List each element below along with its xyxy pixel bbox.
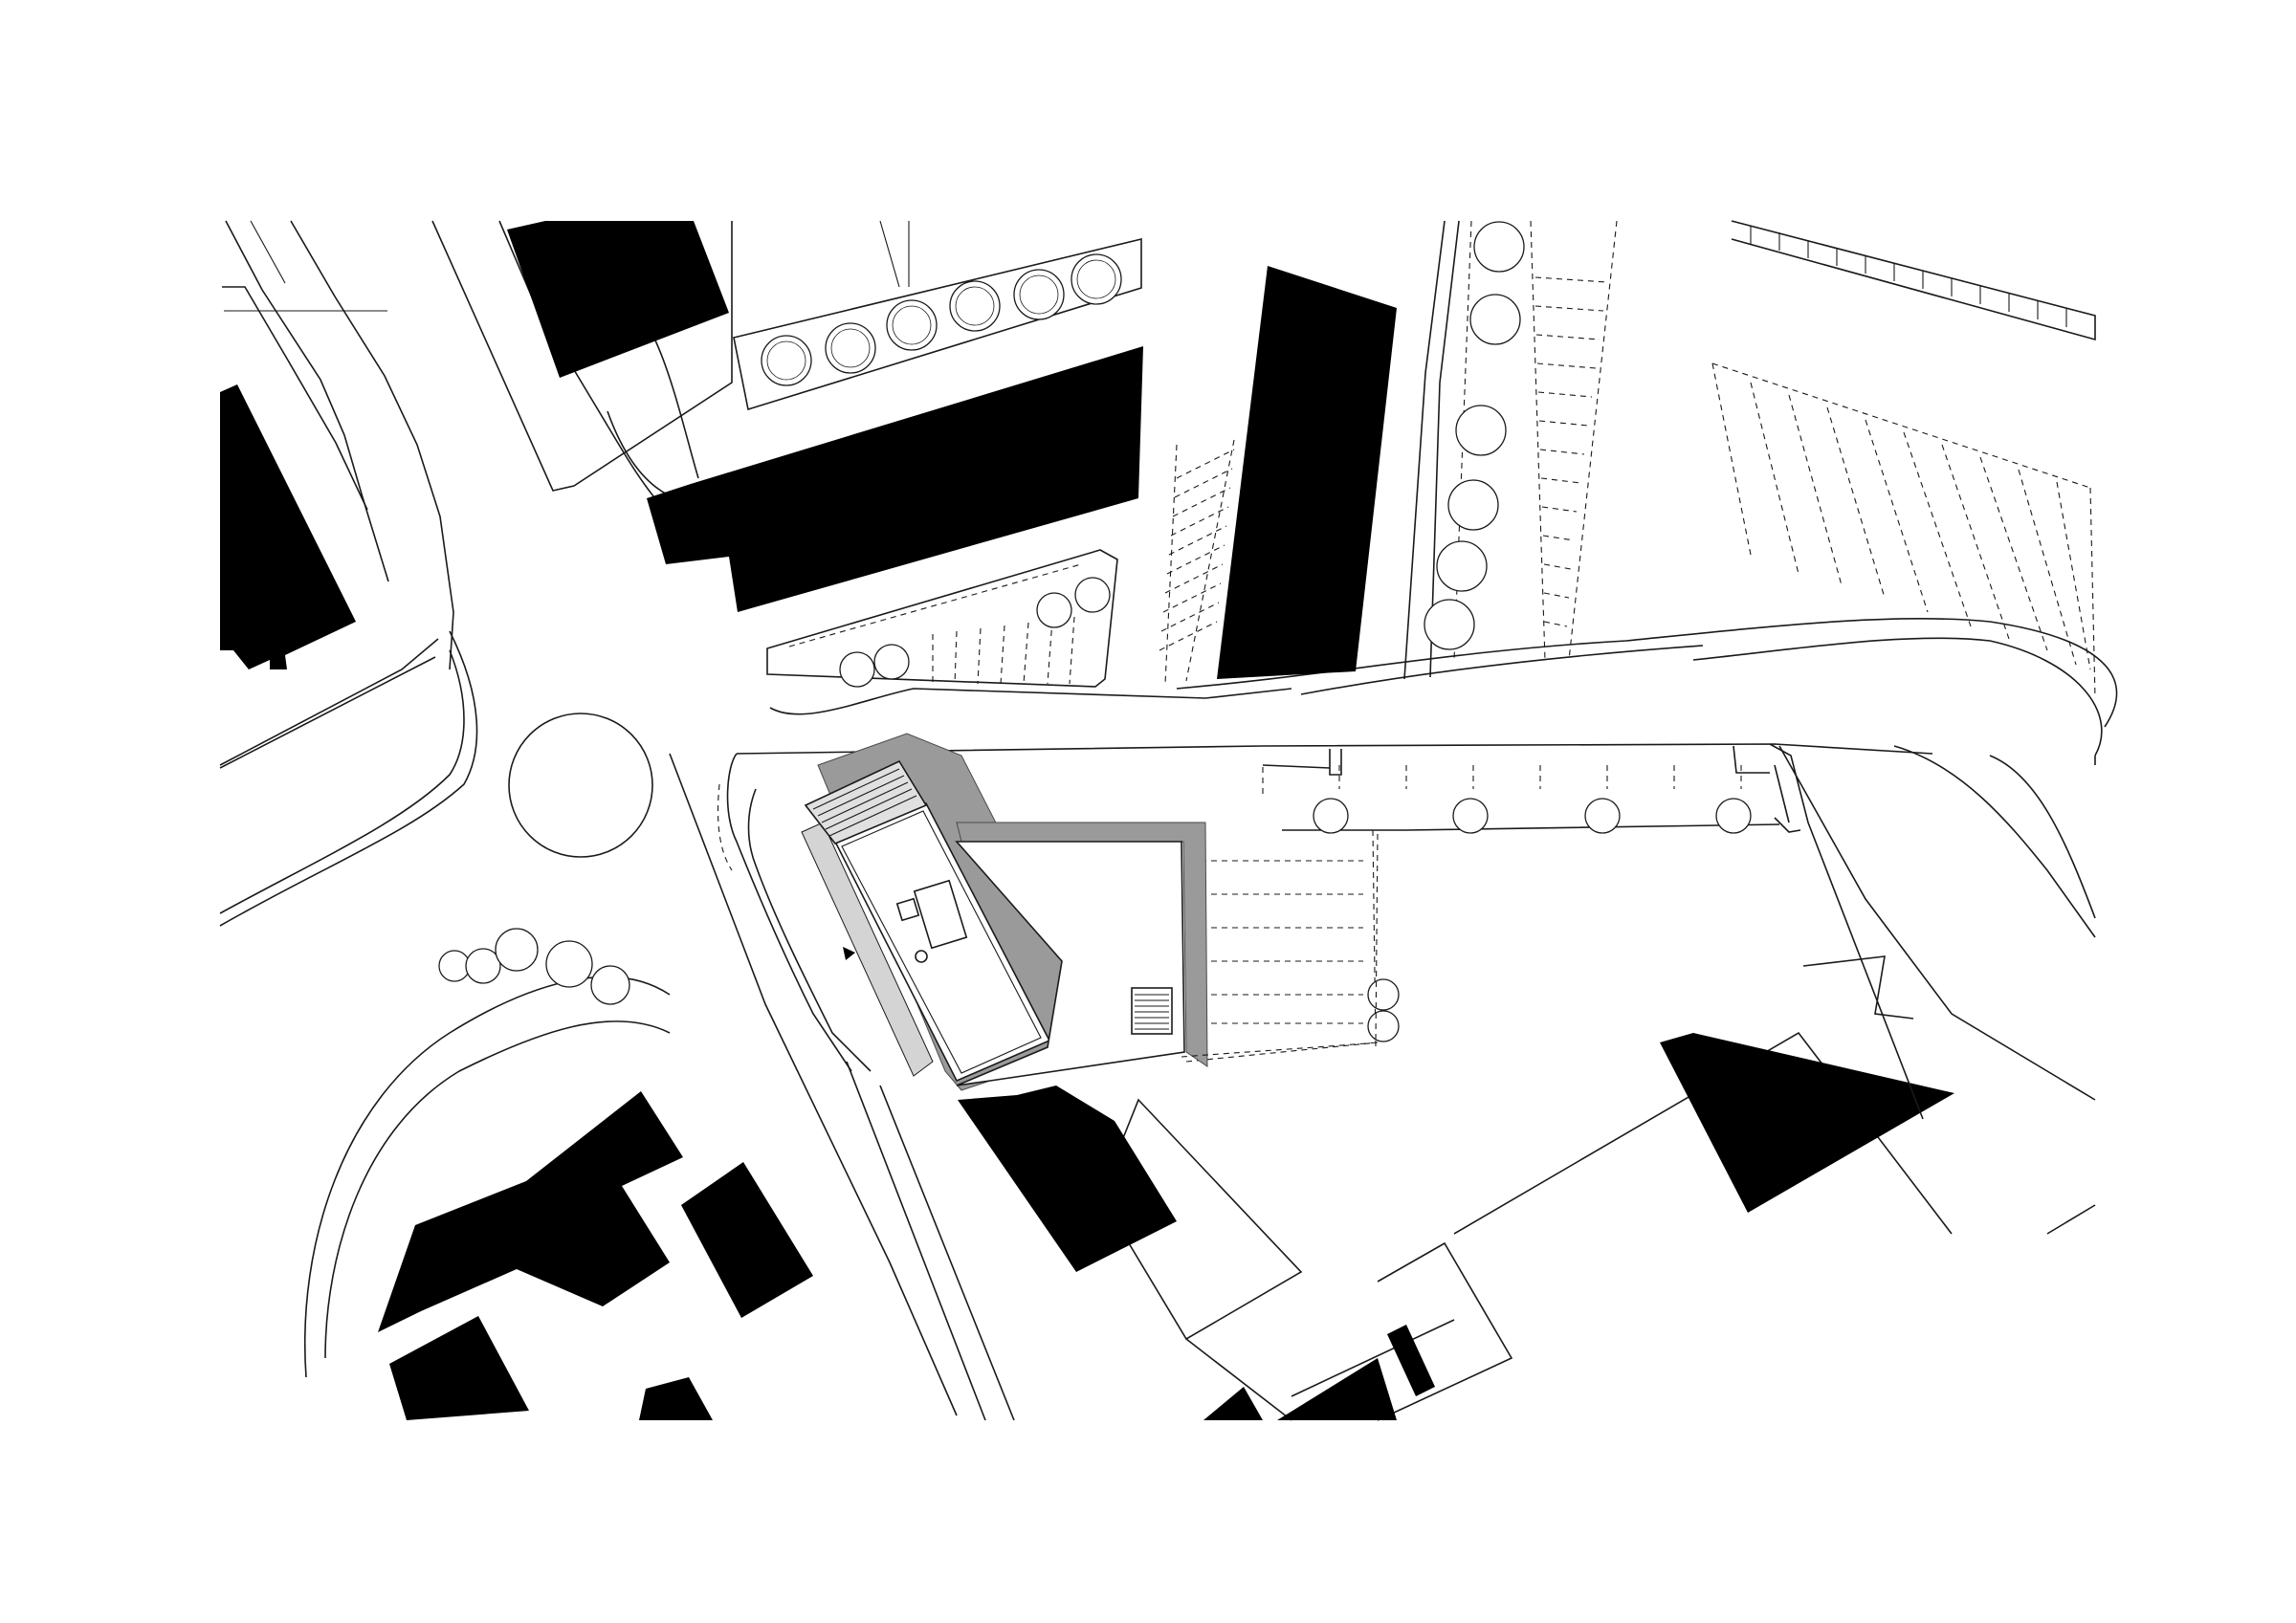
tree-icon xyxy=(590,965,630,1005)
north-tree-row xyxy=(761,253,1122,386)
project-building-inner xyxy=(841,810,1042,1074)
tree-icon xyxy=(886,299,938,351)
building-northeast-slab xyxy=(1217,266,1397,679)
tree-icon xyxy=(1013,269,1065,320)
tree-icon xyxy=(1447,479,1499,531)
building-southwest-1 xyxy=(378,1091,683,1332)
tree-icon xyxy=(465,948,501,984)
parking-far-northeast xyxy=(1711,220,2096,699)
building-north-long xyxy=(647,346,1143,612)
tree-icon xyxy=(1584,798,1621,834)
plaza-paving xyxy=(801,822,934,1077)
project-annex xyxy=(955,841,1185,1086)
tree-icon xyxy=(1436,540,1488,592)
tree-icon xyxy=(1313,798,1349,834)
tree-icon xyxy=(1473,221,1525,273)
tree-icon xyxy=(495,928,539,972)
tree-icon xyxy=(1367,1010,1400,1042)
building-south-bottom-2 xyxy=(1277,1358,1397,1420)
building-southwest-3 xyxy=(389,1316,529,1420)
tree-icon xyxy=(545,940,593,988)
rooftop-unit-large xyxy=(913,879,968,950)
tree-icon xyxy=(873,644,910,680)
building-southwest-2 xyxy=(681,1162,813,1318)
tree-icon xyxy=(825,322,876,374)
parking-small-north xyxy=(766,439,1235,688)
building-southeast-wedge xyxy=(1660,1033,1954,1213)
tree-icon xyxy=(1071,253,1122,305)
entrance-arrow-icon xyxy=(843,947,855,960)
tree-icon xyxy=(949,280,1001,332)
tree-icon xyxy=(1455,405,1507,456)
building-northwest-corner xyxy=(220,384,356,669)
tree-icon xyxy=(1469,294,1521,345)
tree-icon xyxy=(1452,798,1489,834)
roundabout-icon xyxy=(508,713,653,858)
tree-icon xyxy=(1074,577,1111,613)
tree-icon xyxy=(839,651,875,688)
tree-icon xyxy=(1036,592,1072,628)
tree-icon xyxy=(1424,599,1475,650)
tree-icon xyxy=(1367,978,1400,1011)
tree-icon xyxy=(438,950,471,982)
tree-icon xyxy=(1715,798,1752,834)
roundabout xyxy=(508,713,653,858)
tree-icon xyxy=(761,335,812,386)
building-south-bottom-1 xyxy=(1203,1387,1263,1420)
rooftop-vent xyxy=(915,950,928,963)
building-southwest-4 xyxy=(639,1377,713,1420)
project-site xyxy=(718,733,1933,1120)
southwest-tree-cluster xyxy=(303,928,671,1378)
parking-northeast-strip xyxy=(1403,220,1618,680)
context-buildings xyxy=(220,221,1954,1420)
building-north-small xyxy=(507,221,729,378)
rooftop-unit-small xyxy=(895,897,920,922)
north-tree-strip xyxy=(733,220,1142,411)
building-south-bottom-3 xyxy=(1387,1325,1435,1396)
building-south-center xyxy=(958,1086,1177,1272)
stair-block xyxy=(1131,987,1173,1035)
